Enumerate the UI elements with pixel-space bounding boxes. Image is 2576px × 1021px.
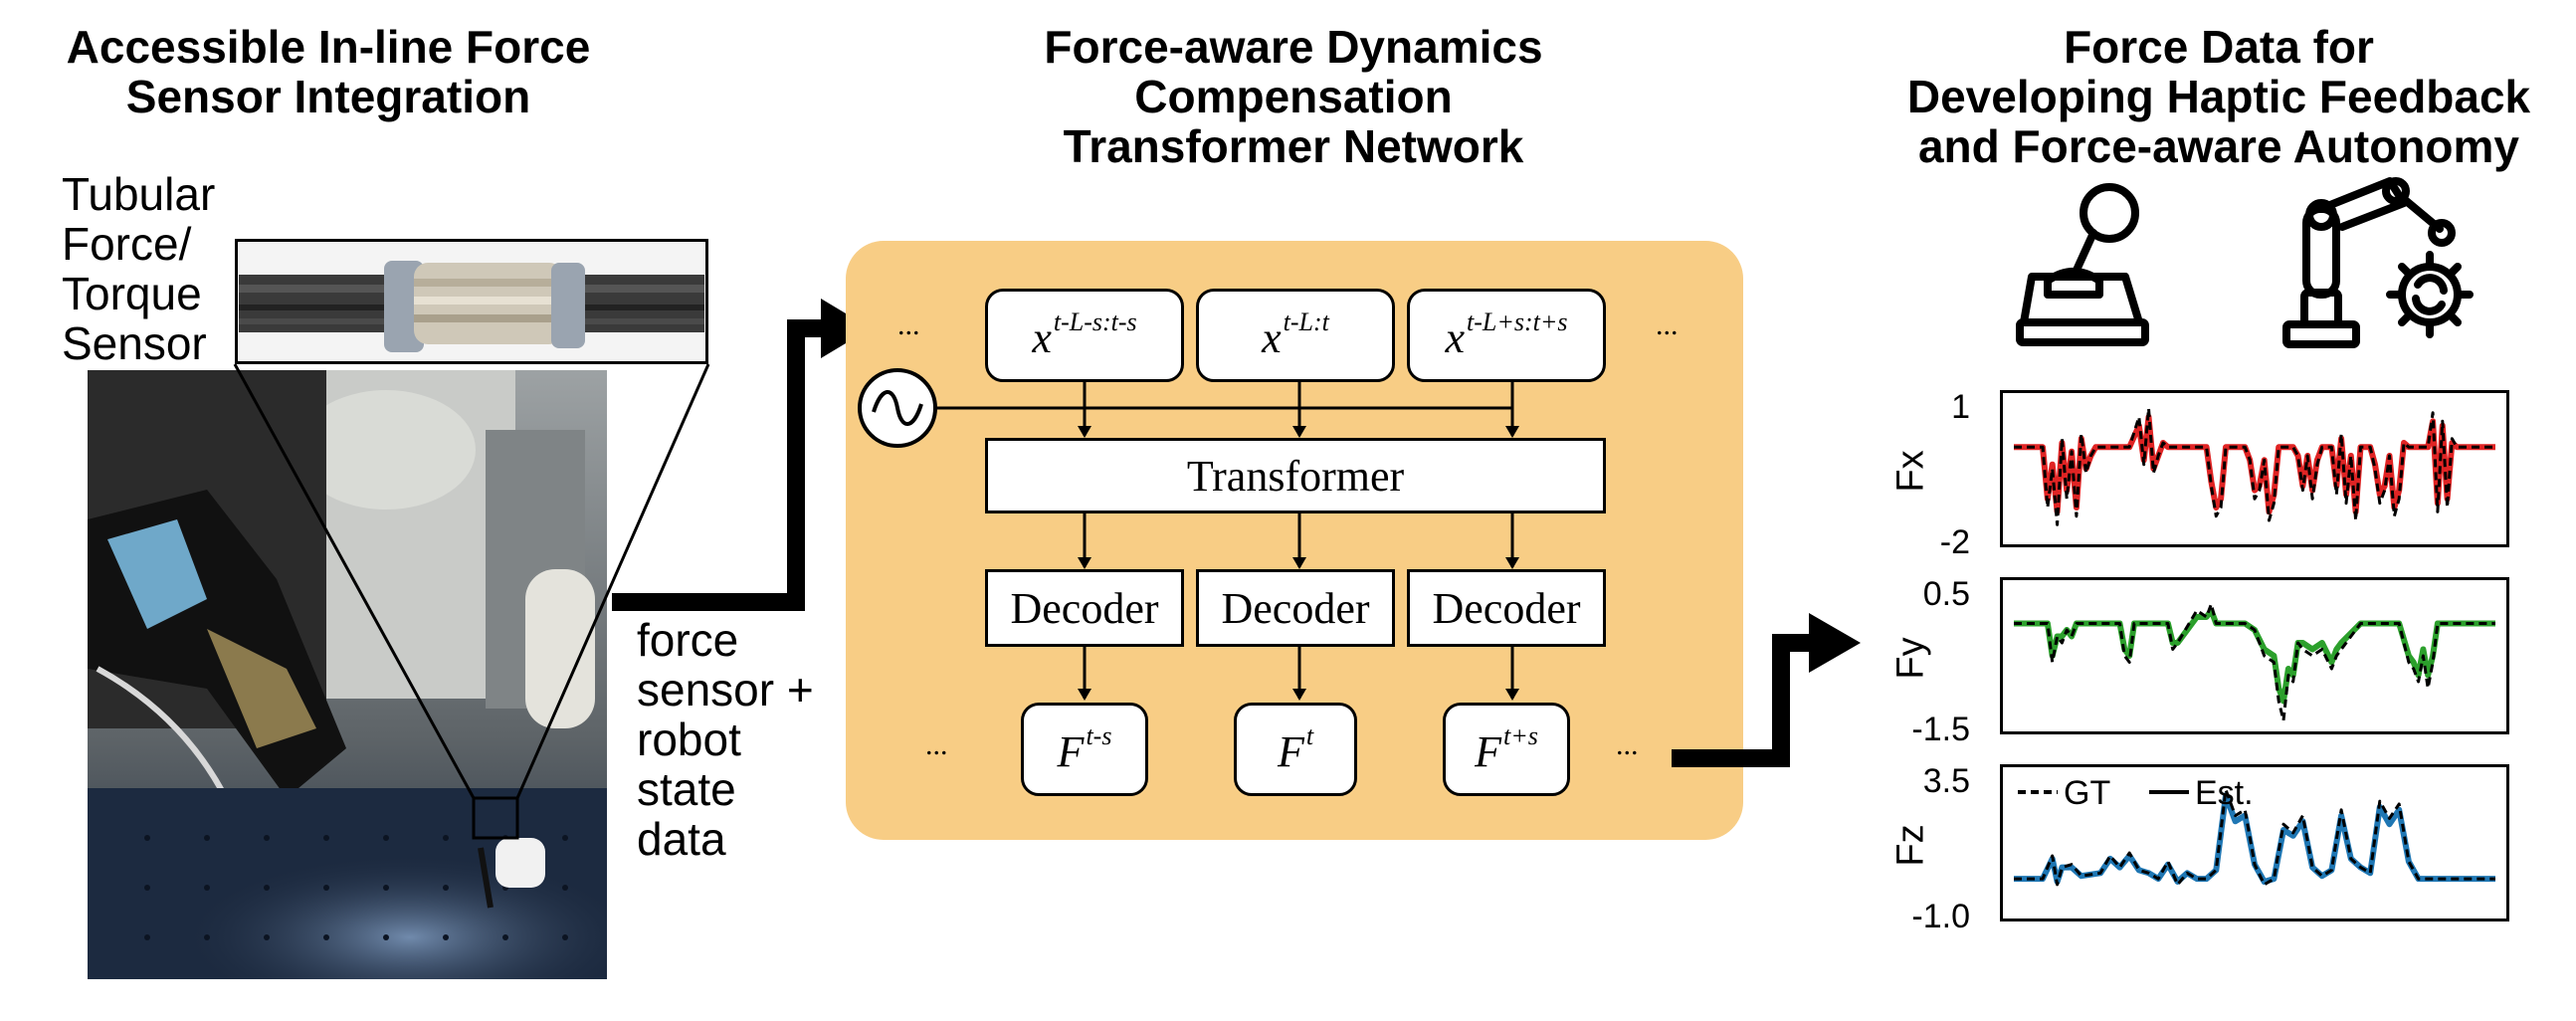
fz-ytick-bottom: -1.0 [1911, 898, 1970, 935]
input-box-3: xt-L+s:t+s [1407, 289, 1606, 382]
left-title: Accessible In-line Force Sensor Integrat… [20, 22, 637, 121]
input-sup-2: t-L:t [1283, 307, 1329, 336]
fy-ytick-bottom: -1.5 [1911, 711, 1970, 748]
right-title-line2: Developing Haptic Feedback [1906, 71, 2531, 122]
plot-frame-fx [2000, 390, 2509, 547]
input-data-label-line5: data [637, 813, 726, 865]
input-sup-3: t-L+s:t+s [1466, 307, 1568, 336]
decoder-block-3: Decoder [1407, 569, 1606, 647]
ellipsis-input-left: ... [897, 308, 920, 341]
output-sup-1: t-s [1086, 721, 1112, 750]
fy-ylabel-text: Fy [1889, 637, 1932, 680]
input-data-label-line3: robot [637, 714, 741, 765]
sensor-label-line3: Torque [62, 268, 202, 319]
ellipsis-output-left: ... [925, 728, 948, 761]
middle-title-line2: Compensation [1134, 71, 1453, 122]
input-data-label: force sensor + robot state data [637, 615, 814, 864]
robot-photo [88, 370, 607, 979]
output-box-2: Ft [1234, 703, 1357, 796]
legend-label-est: Est. [2195, 774, 2254, 812]
input-symbol-3: xt-L+s:t+s [1445, 307, 1567, 363]
ellipsis-input-right: ... [1656, 308, 1679, 341]
fx-ylabel-text: Fx [1889, 450, 1932, 493]
fz-chart: 3.5 -1.0 Fz GT Est. [1890, 762, 2527, 935]
output-sup-2: t [1305, 721, 1314, 750]
right-title-line1: Force Data for [2064, 21, 2374, 73]
sensor-label: Tubular Force/ Torque Sensor [62, 169, 215, 368]
right-title-line3: and Force-aware Autonomy [1917, 120, 2520, 172]
fx-chart: 1 -2 Fx [1890, 388, 2527, 561]
input-base-3: x [1445, 313, 1465, 362]
output-symbol-3: Ft+s [1475, 721, 1538, 777]
output-sup-3: t+s [1503, 721, 1538, 750]
input-symbol-2: xt-L:t [1262, 307, 1329, 363]
transformer-block: Transformer [985, 438, 1606, 513]
right-title: Force Data for Developing Haptic Feedbac… [1871, 22, 2567, 171]
sensor-closeup-image [235, 239, 708, 364]
output-base-2: F [1277, 727, 1304, 776]
robot-arm-gear-icon [2282, 177, 2474, 348]
input-data-label-line2: sensor + [637, 664, 814, 715]
sensor-label-line1: Tubular [62, 168, 216, 220]
fy-ytick-top: 0.5 [1922, 575, 1970, 613]
input-base-2: x [1262, 313, 1282, 362]
series-line-fx-gt [2014, 406, 2495, 526]
series-line-fy-gt [2014, 602, 2495, 722]
fx-ytick-top: 1 [1951, 388, 1970, 426]
fz-plot: GT Est. [2000, 764, 2509, 921]
fy-ylabel: Fy [1890, 637, 1932, 680]
sensor-label-line4: Sensor [62, 317, 207, 369]
fx-ylabel: Fx [1890, 450, 1932, 493]
input-data-label-line1: force [637, 614, 739, 666]
middle-title: Force-aware Dynamics Compensation Transf… [915, 22, 1672, 171]
output-symbol-2: Ft [1278, 721, 1313, 777]
fy-chart: 0.5 -1.5 Fy [1890, 575, 2527, 748]
input-box-2: xt-L:t [1196, 289, 1395, 382]
middle-title-line3: Transformer Network [1063, 120, 1524, 172]
input-base-1: x [1032, 313, 1052, 362]
decoder-block-2: Decoder [1196, 569, 1395, 647]
output-base-3: F [1475, 727, 1501, 776]
input-sup-1: t-L-s:t-s [1053, 307, 1137, 336]
fz-ylabel: Fz [1890, 824, 1932, 867]
output-symbol-1: Ft-s [1058, 721, 1112, 777]
fz-ytick-top: 3.5 [1922, 762, 1970, 800]
ellipsis-output-right: ... [1616, 728, 1639, 761]
decoder-block-1: Decoder [985, 569, 1184, 647]
output-arrow [1672, 613, 1861, 767]
series-line-fz-gt [2014, 788, 2495, 887]
fz-ylabel-text: Fz [1889, 824, 1932, 867]
input-symbol-1: xt-L-s:t-s [1032, 307, 1136, 363]
input-box-1: xt-L-s:t-s [985, 289, 1184, 382]
output-base-1: F [1057, 727, 1085, 776]
middle-title-line1: Force-aware Dynamics [1044, 21, 1543, 73]
output-box-3: Ft+s [1443, 703, 1570, 796]
joystick-icon [2016, 183, 2149, 346]
input-data-label-line4: state [637, 763, 736, 815]
plot-frame-fz [2000, 764, 2509, 921]
left-title-line1: Accessible In-line Force [66, 21, 591, 73]
fy-plot [2000, 577, 2509, 734]
output-box-1: Ft-s [1021, 703, 1148, 796]
fx-ytick-bottom: -2 [1939, 523, 1970, 561]
fx-plot [2000, 390, 2509, 547]
input-arrow [612, 299, 871, 611]
sensor-label-line2: Force/ [62, 218, 192, 270]
left-title-line2: Sensor Integration [125, 71, 531, 122]
legend-label-gt: GT [2064, 774, 2110, 812]
panel-connectors [858, 322, 1519, 701]
